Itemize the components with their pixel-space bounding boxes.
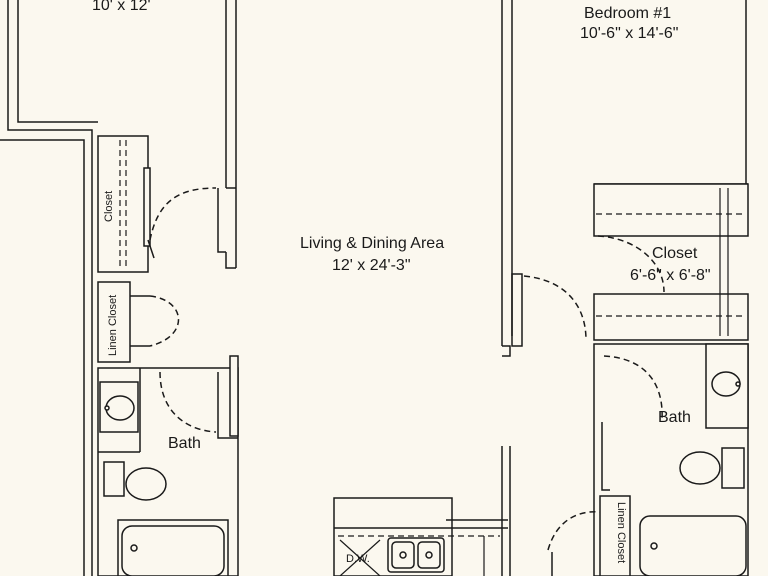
closet-right-dims: 6'-6" x 6'-8": [630, 267, 711, 284]
closet-left-label: Closet: [103, 191, 115, 222]
bedroom-dims: 10'-6" x 14'-6": [580, 25, 678, 42]
closet-right: Closet 6'-6" x 6'-8": [593, 183, 749, 341]
left-wing-walls: [0, 0, 237, 576]
kitchen: D.W.: [333, 446, 511, 576]
bath-right-label: Bath: [658, 409, 691, 426]
left-closet: Closet: [97, 135, 217, 273]
linen-closet-left: Linen Closet: [97, 281, 180, 363]
dishwasher-label: D.W.: [346, 553, 370, 565]
bath-left-label: Bath: [168, 435, 201, 452]
living-dining-dims: 12' x 24'-3": [332, 257, 411, 274]
closet-right-label: Closet: [652, 245, 698, 262]
right-wing-walls: [501, 0, 748, 357]
bath-right: Bath Linen Closet: [547, 343, 749, 576]
linen-closet-left-label: Linen Closet: [107, 295, 119, 356]
living-dining-label: Living & Dining Area: [300, 235, 444, 252]
bath-left: Bath: [97, 355, 239, 576]
linen-closet-right-label: Linen Closet: [615, 502, 627, 563]
top-left-room-dims: 10' x 12': [92, 0, 151, 14]
bedroom-label: Bedroom #1: [584, 5, 671, 22]
